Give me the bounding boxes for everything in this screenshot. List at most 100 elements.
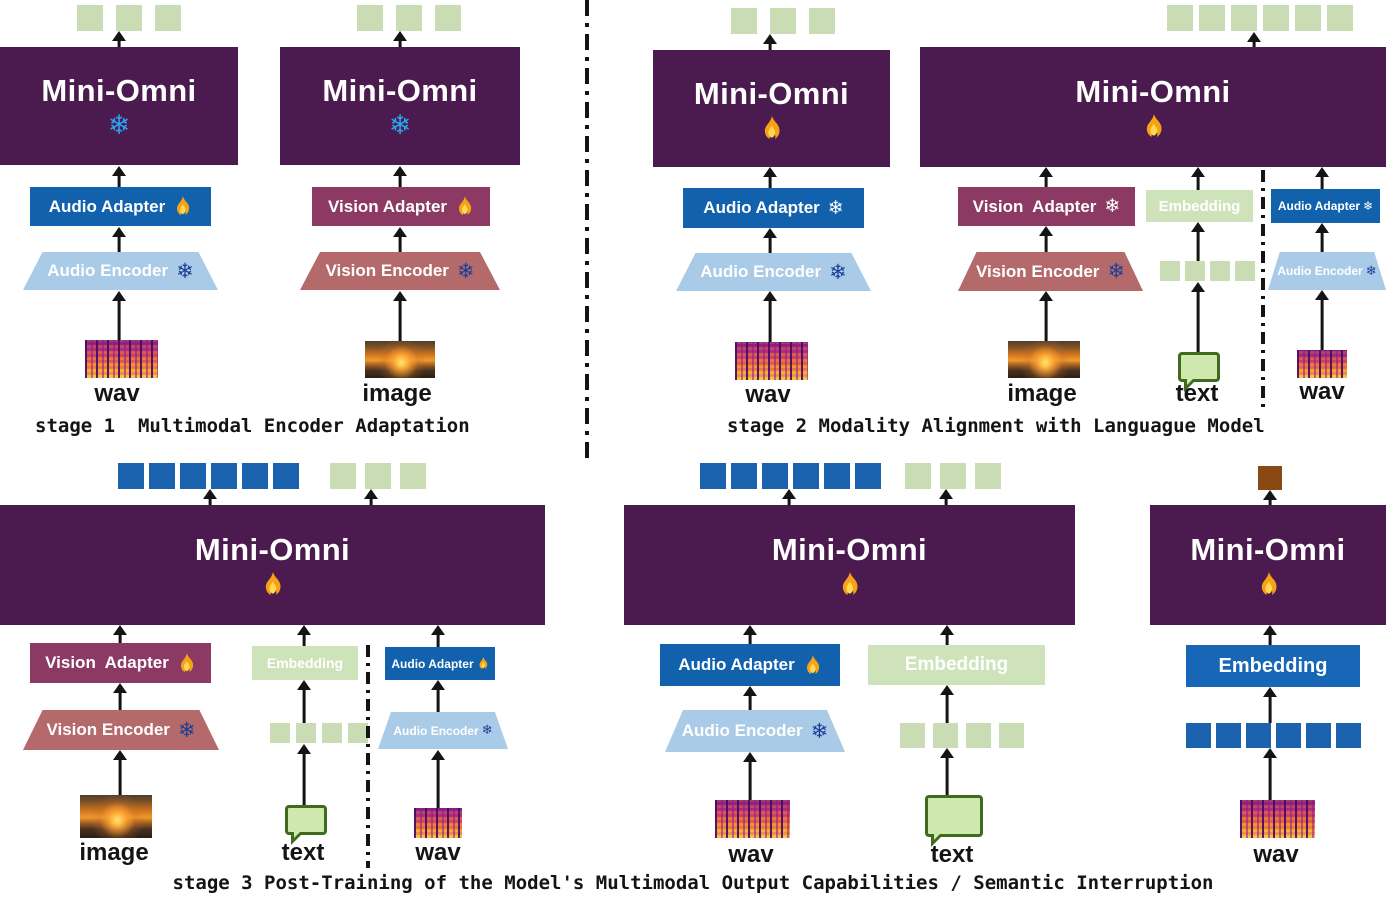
arrow-up [112, 227, 126, 252]
arrow-up [939, 489, 953, 505]
audio-encoder-trapezoid: Audio Encoder ❄ [378, 712, 508, 749]
embedding-label: Embedding [904, 654, 1009, 675]
stage2-text-tokens [1160, 261, 1255, 281]
flame-icon [265, 572, 281, 595]
token-blue [1246, 723, 1271, 748]
arrow-up [743, 625, 757, 644]
arrow-up [743, 752, 757, 800]
sunset-image [80, 795, 152, 838]
snowflake-icon: ❄ [107, 110, 131, 141]
snowflake-icon: ❄ [177, 717, 196, 742]
audio-adapter-box: Audio Adapter [30, 187, 211, 226]
arrow-up [1191, 222, 1205, 261]
token-blue [762, 463, 788, 489]
arrow-up [1263, 625, 1277, 645]
token-green [1235, 261, 1255, 281]
dashed-divider [366, 645, 370, 868]
adapter-label: Audio Adapter [391, 656, 474, 671]
token-green [348, 723, 368, 743]
mini-omni-box: Mini-Omni [653, 50, 890, 167]
token-blue [1336, 723, 1361, 748]
audio-adapter-box: Audio Adapter [660, 644, 840, 686]
embedding-label: Embedding [1218, 654, 1328, 677]
input-label: wav [415, 839, 461, 866]
encoder-label: Audio Encoder [47, 261, 169, 280]
dashed-divider [585, 0, 589, 458]
arrow-up [1263, 687, 1277, 723]
stage3-middle-text-output-tokens [905, 463, 1001, 489]
encoder-label: Audio Encoder [681, 721, 803, 740]
arrow-up [393, 227, 407, 252]
encoder-label: Audio Encoder [1277, 264, 1363, 278]
arrow-up [113, 625, 127, 643]
arrow-up [743, 686, 757, 710]
arrow-up [393, 166, 407, 187]
stage3-right-output-token [1258, 466, 1282, 490]
input-label: text [1175, 380, 1219, 407]
token-green [1210, 261, 1230, 281]
input-label: wav [1299, 378, 1345, 405]
embedding-label: Embedding [1158, 197, 1241, 215]
embedding-box: Embedding [868, 645, 1045, 685]
token-green [1160, 261, 1180, 281]
flame-icon [1146, 114, 1161, 137]
token-green [905, 463, 931, 489]
vision-adapter-box: Vision Adapter ❄ [958, 187, 1135, 226]
arrow-up [113, 750, 127, 795]
token-blue [1216, 723, 1241, 748]
adapter-label: Audio Adapter [678, 655, 795, 674]
token-green [940, 463, 966, 489]
snowflake-icon: ❄ [827, 196, 844, 219]
encoder-label: Audio Encoder [393, 723, 479, 738]
token-green [365, 463, 391, 489]
input-label: wav [728, 841, 774, 868]
token-green [1295, 5, 1321, 31]
mini-omni-box: Mini-Omni ❄ [280, 47, 520, 165]
input-label: image [362, 380, 432, 407]
token-blue [731, 463, 757, 489]
arrow-up [940, 685, 954, 723]
dashed-divider [1261, 170, 1265, 412]
arrow-up [297, 680, 311, 723]
model-title: Mini-Omni [1190, 532, 1346, 567]
flame-icon [180, 652, 193, 672]
arrow-up [1263, 748, 1277, 800]
vision-encoder-trapezoid: Vision Encoder ❄ [958, 252, 1143, 291]
token-green [1231, 5, 1257, 31]
arrow-up [112, 291, 126, 340]
snowflake-icon: ❄ [388, 110, 412, 141]
arrow-up [940, 748, 954, 795]
token-blue [149, 463, 175, 489]
token-blue [211, 463, 237, 489]
arrow-up [364, 489, 378, 505]
vision-encoder-trapezoid: Vision Encoder ❄ [23, 710, 219, 750]
token-green [400, 463, 426, 489]
token-blue [180, 463, 206, 489]
stage2-audio-output-tokens [731, 8, 835, 34]
embedding-label: Embedding [266, 655, 344, 671]
token-green [1167, 5, 1193, 31]
token-green [1185, 261, 1205, 281]
encoder-label: Vision Encoder [325, 261, 449, 280]
arrow-up [203, 489, 217, 505]
snowflake-icon: ❄ [1104, 195, 1121, 217]
encoder-label: Vision Encoder [46, 720, 170, 739]
token-green [1327, 5, 1353, 31]
arrow-up [1263, 490, 1277, 505]
flame-icon [177, 196, 190, 216]
flame-icon [479, 657, 487, 669]
token-blue [242, 463, 268, 489]
token-green [322, 723, 342, 743]
arrow-up [393, 291, 407, 341]
token-green [933, 723, 958, 748]
arrow-up [431, 750, 445, 808]
token-blue [273, 463, 299, 489]
token-green [396, 5, 422, 31]
sunset-image [1008, 341, 1080, 378]
token-blue [1276, 723, 1301, 748]
model-title: Mini-Omni [194, 532, 351, 567]
text-bubble-icon [285, 805, 327, 845]
model-title: Mini-Omni [693, 75, 850, 111]
flame-icon [1261, 572, 1276, 595]
